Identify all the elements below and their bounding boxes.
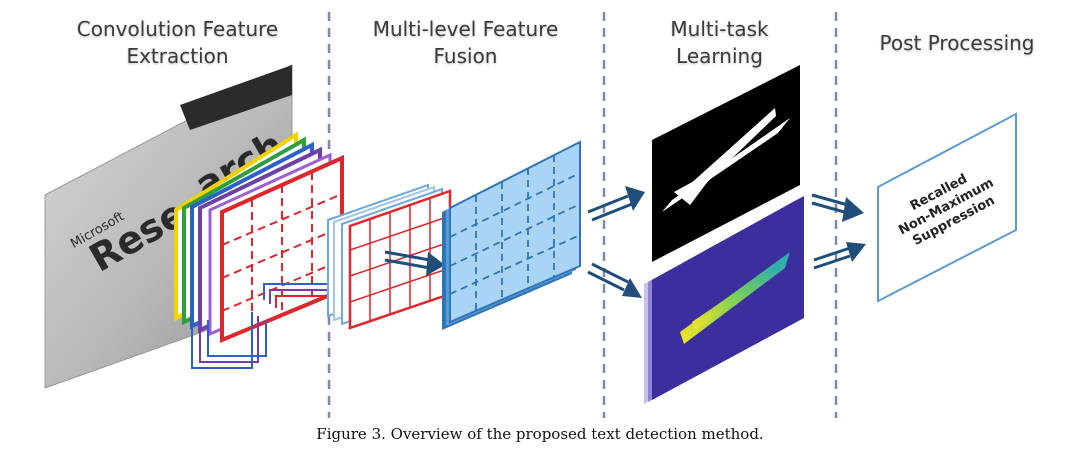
fused-feature-map <box>442 140 581 330</box>
conv-grid <box>221 172 343 328</box>
nms-box: Recalled Non-Maximum Suppression <box>877 112 1017 303</box>
stage-title-fusion: Multi-level Feature Fusion <box>338 16 593 70</box>
stage-title-convolution: Convolution Feature Extraction <box>40 16 315 70</box>
geometry-map <box>644 196 804 404</box>
stage-title-line-2: Extraction <box>126 44 229 68</box>
stage-title-post-processing: Post Processing <box>844 30 1070 57</box>
score-map <box>652 65 800 262</box>
figure-caption: Figure 3. Overview of the proposed text … <box>316 425 764 443</box>
pipeline-diagram: Microsoft Rese arch <box>44 12 1017 418</box>
arrow-to-post-2 <box>813 242 866 270</box>
conv-feature-stack <box>174 131 344 369</box>
fusion-input-grid <box>327 183 452 330</box>
stage-title-line-2: Fusion <box>433 44 498 68</box>
stage-title-multitask: Multi-task Learning <box>612 16 827 70</box>
stage-title-line-1: Post Processing <box>879 31 1035 55</box>
stage-title-line-1: Multi-level Feature <box>372 17 559 41</box>
stage-title-line-1: Multi-task <box>670 17 769 41</box>
arrow-to-score-map <box>587 186 645 222</box>
stage-title-line-1: Convolution Feature <box>76 17 279 41</box>
arrow-to-post-1 <box>811 193 864 222</box>
fusion-arrow <box>384 250 445 276</box>
arrow-to-geometry-map <box>587 262 642 298</box>
stage-title-line-2: Learning <box>676 44 763 68</box>
